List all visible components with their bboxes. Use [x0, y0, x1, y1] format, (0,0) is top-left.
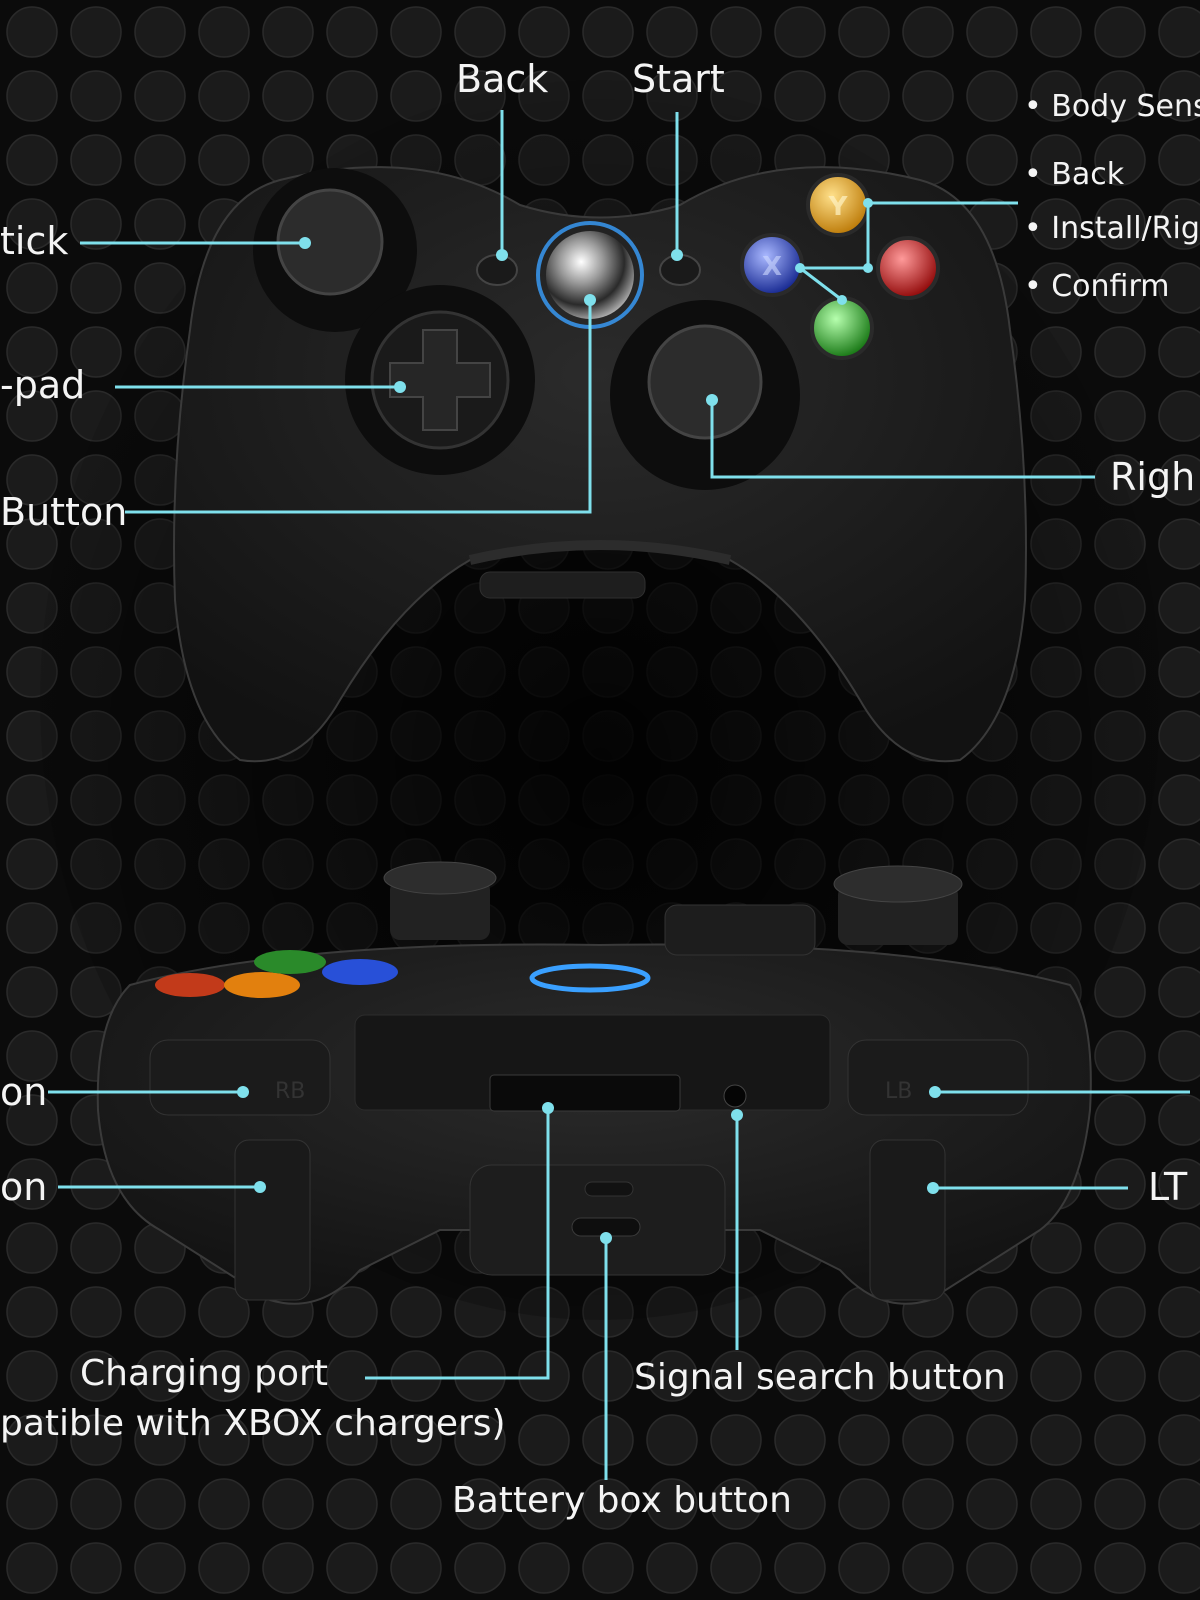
dpad[interactable]: [389, 329, 491, 431]
dot-dpad: [394, 381, 406, 393]
rb-mark: RB: [275, 1079, 305, 1104]
callout-a: [799, 266, 843, 302]
lb-bumper[interactable]: [847, 1039, 1029, 1116]
rt-trigger[interactable]: [234, 1139, 311, 1301]
guide-ring-side: [529, 963, 651, 993]
charging-port: [489, 1074, 681, 1112]
label-install-right: • Install/Righ: [1024, 214, 1200, 244]
label-battery-box: Battery box button: [452, 1480, 792, 1521]
controller-bottom-view: RB LB: [96, 861, 1092, 1305]
sync-button[interactable]: [723, 1084, 747, 1108]
controller-top-view: Y X: [173, 166, 1027, 763]
dot-lt: [927, 1182, 939, 1194]
a-button[interactable]: [810, 296, 874, 360]
back-button[interactable]: [476, 254, 518, 286]
y-letter: Y: [828, 192, 849, 222]
callout-charging-port: [365, 1108, 550, 1380]
label-confirm-text: Confirm: [1051, 269, 1170, 304]
label-charging-port: Charging port: [80, 1353, 328, 1394]
battery-slot: [584, 1181, 634, 1197]
label-confirm: • Confirm: [1024, 269, 1170, 304]
lb-mark: LB: [885, 1079, 912, 1104]
dot-rt: [254, 1181, 266, 1193]
x-letter: X: [762, 252, 782, 282]
a-button-side: [254, 950, 326, 974]
dot-b: [863, 263, 873, 273]
dot-a: [837, 295, 847, 305]
battery-latch: [479, 571, 646, 599]
label-right-stick: Righ: [1110, 455, 1196, 499]
b-button[interactable]: [876, 236, 940, 300]
label-rb-button: on: [0, 1070, 48, 1114]
label-charging-compat: patible with XBOX chargers): [0, 1403, 506, 1444]
dot-left-stick: [299, 237, 311, 249]
dot-signal: [731, 1109, 743, 1121]
right-thumbstick[interactable]: [647, 324, 763, 440]
right-stick-cap: [833, 865, 963, 903]
label-body-sense-text: Body Sense: [1051, 89, 1200, 124]
dot-rb: [237, 1086, 249, 1098]
dot-charging-port: [542, 1102, 554, 1114]
label-left-stick: tick: [0, 219, 69, 263]
dot-lb: [929, 1086, 941, 1098]
left-stick-side: [390, 880, 490, 940]
label-face-back-text: Back: [1051, 157, 1125, 192]
b-button-side: [155, 973, 225, 997]
dpad-side: [664, 904, 816, 956]
dot-start: [671, 249, 683, 261]
dot-back: [496, 249, 508, 261]
label-face-back: • Back: [1024, 157, 1125, 192]
dot-y: [863, 198, 873, 208]
callout-guide: [125, 300, 592, 514]
x-button-side: [322, 959, 398, 985]
top-controller-rim: [468, 540, 732, 565]
label-body-sense: • Body Sense: [1024, 92, 1200, 122]
callout-right-stick: [710, 400, 1095, 479]
dot-guide: [584, 294, 596, 306]
dot-x: [795, 263, 805, 273]
dot-right-stick: [706, 394, 718, 406]
rb-bumper[interactable]: [149, 1039, 331, 1116]
callout-dots: [237, 198, 941, 1244]
y-button-side: [224, 972, 300, 998]
label-start: Start: [632, 57, 725, 101]
dot-battery: [600, 1232, 612, 1244]
label-install-right-text: Install/Righ: [1051, 211, 1200, 246]
label-dpad: -pad: [0, 363, 86, 407]
label-lt: LT: [1148, 1165, 1188, 1209]
guide-button[interactable]: [546, 231, 634, 319]
bottom-controller-body: [96, 943, 1092, 1305]
label-rt-button: on: [0, 1165, 48, 1209]
lt-trigger[interactable]: [869, 1139, 946, 1301]
label-guide-button: Button: [0, 490, 128, 534]
label-back: Back: [456, 57, 549, 101]
callout-lines: [48, 110, 1190, 1480]
left-stick-cap: [383, 861, 497, 895]
label-signal-search: Signal search button: [634, 1357, 1006, 1398]
